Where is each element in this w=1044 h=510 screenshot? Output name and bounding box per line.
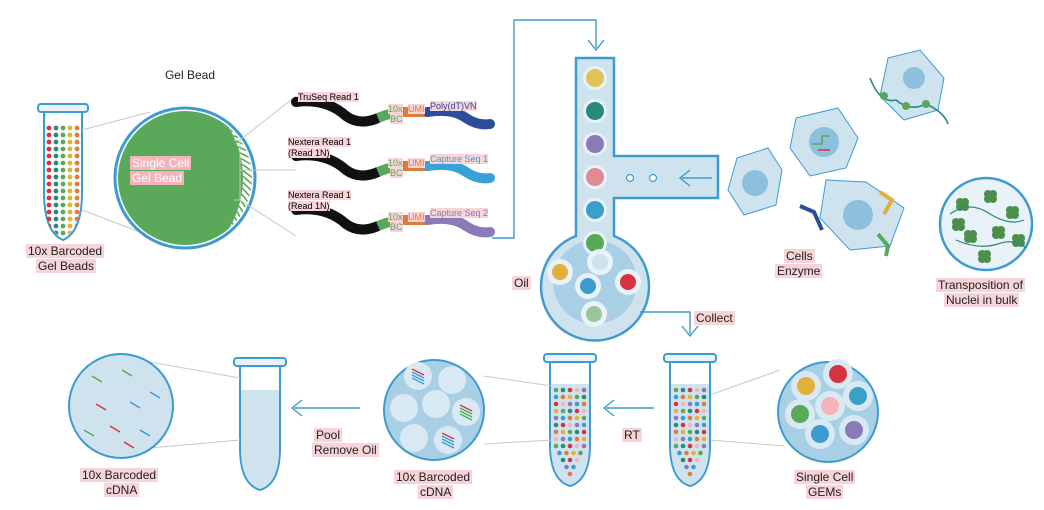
single-cell-gems-label-1: Single Cell — [794, 470, 856, 484]
barcoded-gel-beads-label-1: 10x Barcoded — [26, 244, 105, 258]
oligo1-bc-label-2: BC — [390, 114, 403, 124]
barcoded-gel-beads-label-2: Gel Beads — [36, 259, 97, 273]
oligo2-read-label-1: Nextera Read 1 — [288, 137, 352, 147]
single-cell-gems-label-2: GEMs — [806, 485, 844, 499]
pooled-cdna-zoom — [68, 353, 174, 459]
oligo3-read-label-1: Nextera Read 1 — [288, 190, 352, 200]
oil-label: Oil — [512, 276, 531, 290]
oligo1-bc-label-1: 10x — [388, 104, 403, 114]
rt-label: RT — [622, 428, 642, 442]
oligo1-capture-label: Poly(dT)VN — [430, 101, 477, 111]
oligo2-bc-label-1: 10x — [388, 158, 403, 168]
barcoded-cdna-left-label-1: 10x Barcoded — [80, 468, 159, 482]
nuclei-transposition — [938, 176, 1034, 272]
microfluidic-chip — [539, 56, 720, 342]
oligo2-umi-label: UMI — [408, 158, 425, 168]
oligo2-read-label-2: (Read 1N) — [288, 148, 330, 158]
oligo3-capture-label: Capture Seq 2 — [430, 208, 489, 218]
collect-label: Collect — [694, 311, 735, 325]
transposition-label-2: Nuclei in bulk — [944, 293, 1020, 307]
oligo1-umi-label: UMI — [408, 104, 425, 114]
oligo1-read-label: TruSeq Read 1 — [298, 92, 359, 102]
cdna-gems-zoom — [383, 359, 485, 461]
oligo3-read-label-2: (Read 1N) — [288, 201, 330, 211]
oligo3-bc-label-2: BC — [390, 222, 403, 232]
cells-label: Cells — [784, 249, 815, 263]
gems-zoom — [777, 359, 879, 463]
barcoded-cdna-mid-label-1: 10x Barcoded — [394, 470, 473, 484]
gel-bead-tube — [37, 103, 89, 242]
oligo2-bc-label-2: BC — [390, 168, 403, 178]
oligo2-capture-label: Capture Seq 1 — [430, 154, 489, 164]
oligo3-umi-label: UMI — [408, 212, 425, 222]
pooled-tube — [233, 357, 287, 492]
gel-bead-title: Gel Bead — [164, 68, 216, 82]
rt-tube — [543, 353, 597, 488]
single-cell-gel-bead-label-1: Single Cell — [130, 156, 192, 170]
enzyme-label: Enzyme — [775, 264, 823, 278]
oligo3-bc-label-1: 10x — [388, 212, 403, 222]
gems-tube — [663, 353, 717, 488]
remove-oil-label: Remove Oil — [312, 443, 379, 457]
pool-label: Pool — [314, 428, 343, 442]
single-cell-gel-bead-label-2: Gel Bead — [130, 171, 185, 185]
transposition-label-1: Transposition of — [936, 278, 1025, 292]
cells-group — [727, 49, 949, 257]
barcoded-cdna-left-label-2: cDNA — [104, 483, 140, 497]
barcoded-cdna-mid-label-2: cDNA — [418, 485, 454, 499]
